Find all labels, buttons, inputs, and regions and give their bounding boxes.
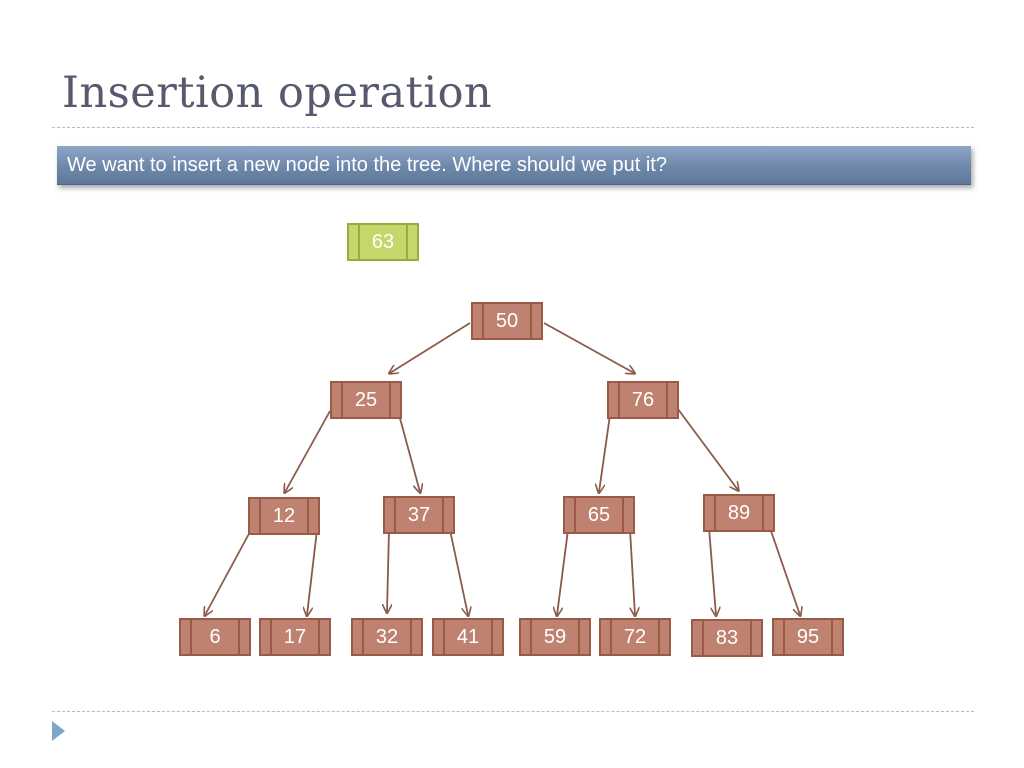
tree-node-leaf: 6 bbox=[179, 618, 251, 656]
tree-node-leaf: 95 bbox=[772, 618, 844, 656]
edge-25-12 bbox=[285, 410, 331, 492]
node-label: 17 bbox=[283, 626, 307, 648]
node-label: 65 bbox=[587, 504, 611, 526]
node-label: 95 bbox=[796, 626, 820, 648]
edge-37-32 bbox=[387, 529, 389, 612]
node-label: 83 bbox=[715, 627, 739, 649]
tree-node: 25 bbox=[330, 381, 402, 419]
node-label: 89 bbox=[727, 502, 751, 524]
edge-50-76 bbox=[543, 322, 634, 373]
tree-node-leaf: 59 bbox=[519, 618, 591, 656]
play-triangle-icon bbox=[52, 721, 65, 741]
node-label: 25 bbox=[354, 389, 378, 411]
tree-node-root: 50 bbox=[471, 302, 543, 340]
node-label: 12 bbox=[272, 505, 296, 527]
edge-89-95 bbox=[769, 527, 800, 615]
node-label: 32 bbox=[375, 626, 399, 648]
node-label: 72 bbox=[623, 626, 647, 648]
tree-node-leaf: 83 bbox=[691, 619, 763, 657]
tree-node-leaf: 41 bbox=[432, 618, 504, 656]
banner-text: We want to insert a new node into the tr… bbox=[67, 154, 667, 176]
node-label: 6 bbox=[209, 626, 221, 648]
tree-node-leaf: 32 bbox=[351, 618, 423, 656]
node-label: 63 bbox=[371, 231, 395, 253]
edge-37-41 bbox=[449, 529, 468, 615]
slide-title: Insertion operation bbox=[62, 68, 493, 118]
tree-node: 37 bbox=[383, 496, 455, 534]
title-divider bbox=[52, 127, 974, 128]
tree-node: 65 bbox=[563, 496, 635, 534]
edge-76-89 bbox=[671, 400, 738, 490]
question-banner: We want to insert a new node into the tr… bbox=[57, 146, 971, 185]
node-label: 50 bbox=[495, 310, 519, 332]
tree-node: 12 bbox=[248, 497, 320, 535]
edge-65-72 bbox=[629, 529, 635, 615]
node-label: 76 bbox=[631, 389, 655, 411]
edge-25-37 bbox=[397, 410, 420, 492]
edge-12-6 bbox=[205, 529, 252, 615]
edge-89-83 bbox=[708, 527, 716, 615]
edge-50-25 bbox=[390, 322, 471, 373]
edge-65-59 bbox=[557, 529, 569, 615]
node-label: 37 bbox=[407, 504, 431, 526]
tree-node-leaf: 72 bbox=[599, 618, 671, 656]
tree-node: 76 bbox=[607, 381, 679, 419]
new-node: 63 bbox=[347, 223, 419, 261]
node-label: 59 bbox=[543, 626, 567, 648]
footer-divider bbox=[52, 711, 974, 712]
tree-node-leaf: 17 bbox=[259, 618, 331, 656]
tree-node: 89 bbox=[703, 494, 775, 532]
node-label: 41 bbox=[456, 626, 480, 648]
edge-12-17 bbox=[307, 529, 318, 615]
